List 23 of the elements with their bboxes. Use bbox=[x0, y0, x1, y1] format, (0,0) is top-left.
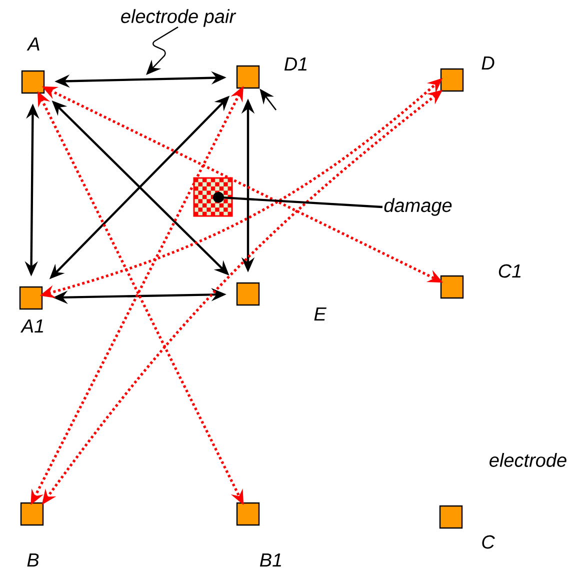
electrode-label: D bbox=[482, 56, 494, 70]
electrode-square bbox=[21, 70, 45, 94]
electrode-label: A1 bbox=[20, 319, 44, 333]
text-label: electrode pair bbox=[121, 9, 236, 27]
electrode-label: C bbox=[482, 535, 495, 549]
electrode-square bbox=[236, 282, 260, 306]
electrode-label: B bbox=[27, 553, 39, 567]
electrode-square bbox=[20, 502, 44, 526]
electrode-label: C1 bbox=[498, 264, 521, 278]
leader-line bbox=[213, 192, 383, 208]
electrode-square bbox=[439, 505, 463, 529]
electrode-label: E bbox=[314, 307, 326, 321]
damage-area bbox=[193, 177, 233, 217]
electrode-square bbox=[236, 65, 260, 89]
electrode-square bbox=[236, 502, 260, 526]
electrode-label: D1 bbox=[284, 57, 307, 71]
text-label: electrode bbox=[490, 453, 566, 467]
electrode-square bbox=[440, 68, 464, 92]
electrode-square bbox=[19, 286, 43, 310]
electrode-square bbox=[440, 275, 464, 299]
electrode-label: A bbox=[26, 37, 40, 51]
electrode-label: B1 bbox=[260, 553, 281, 567]
damage-label: damage bbox=[384, 198, 452, 216]
